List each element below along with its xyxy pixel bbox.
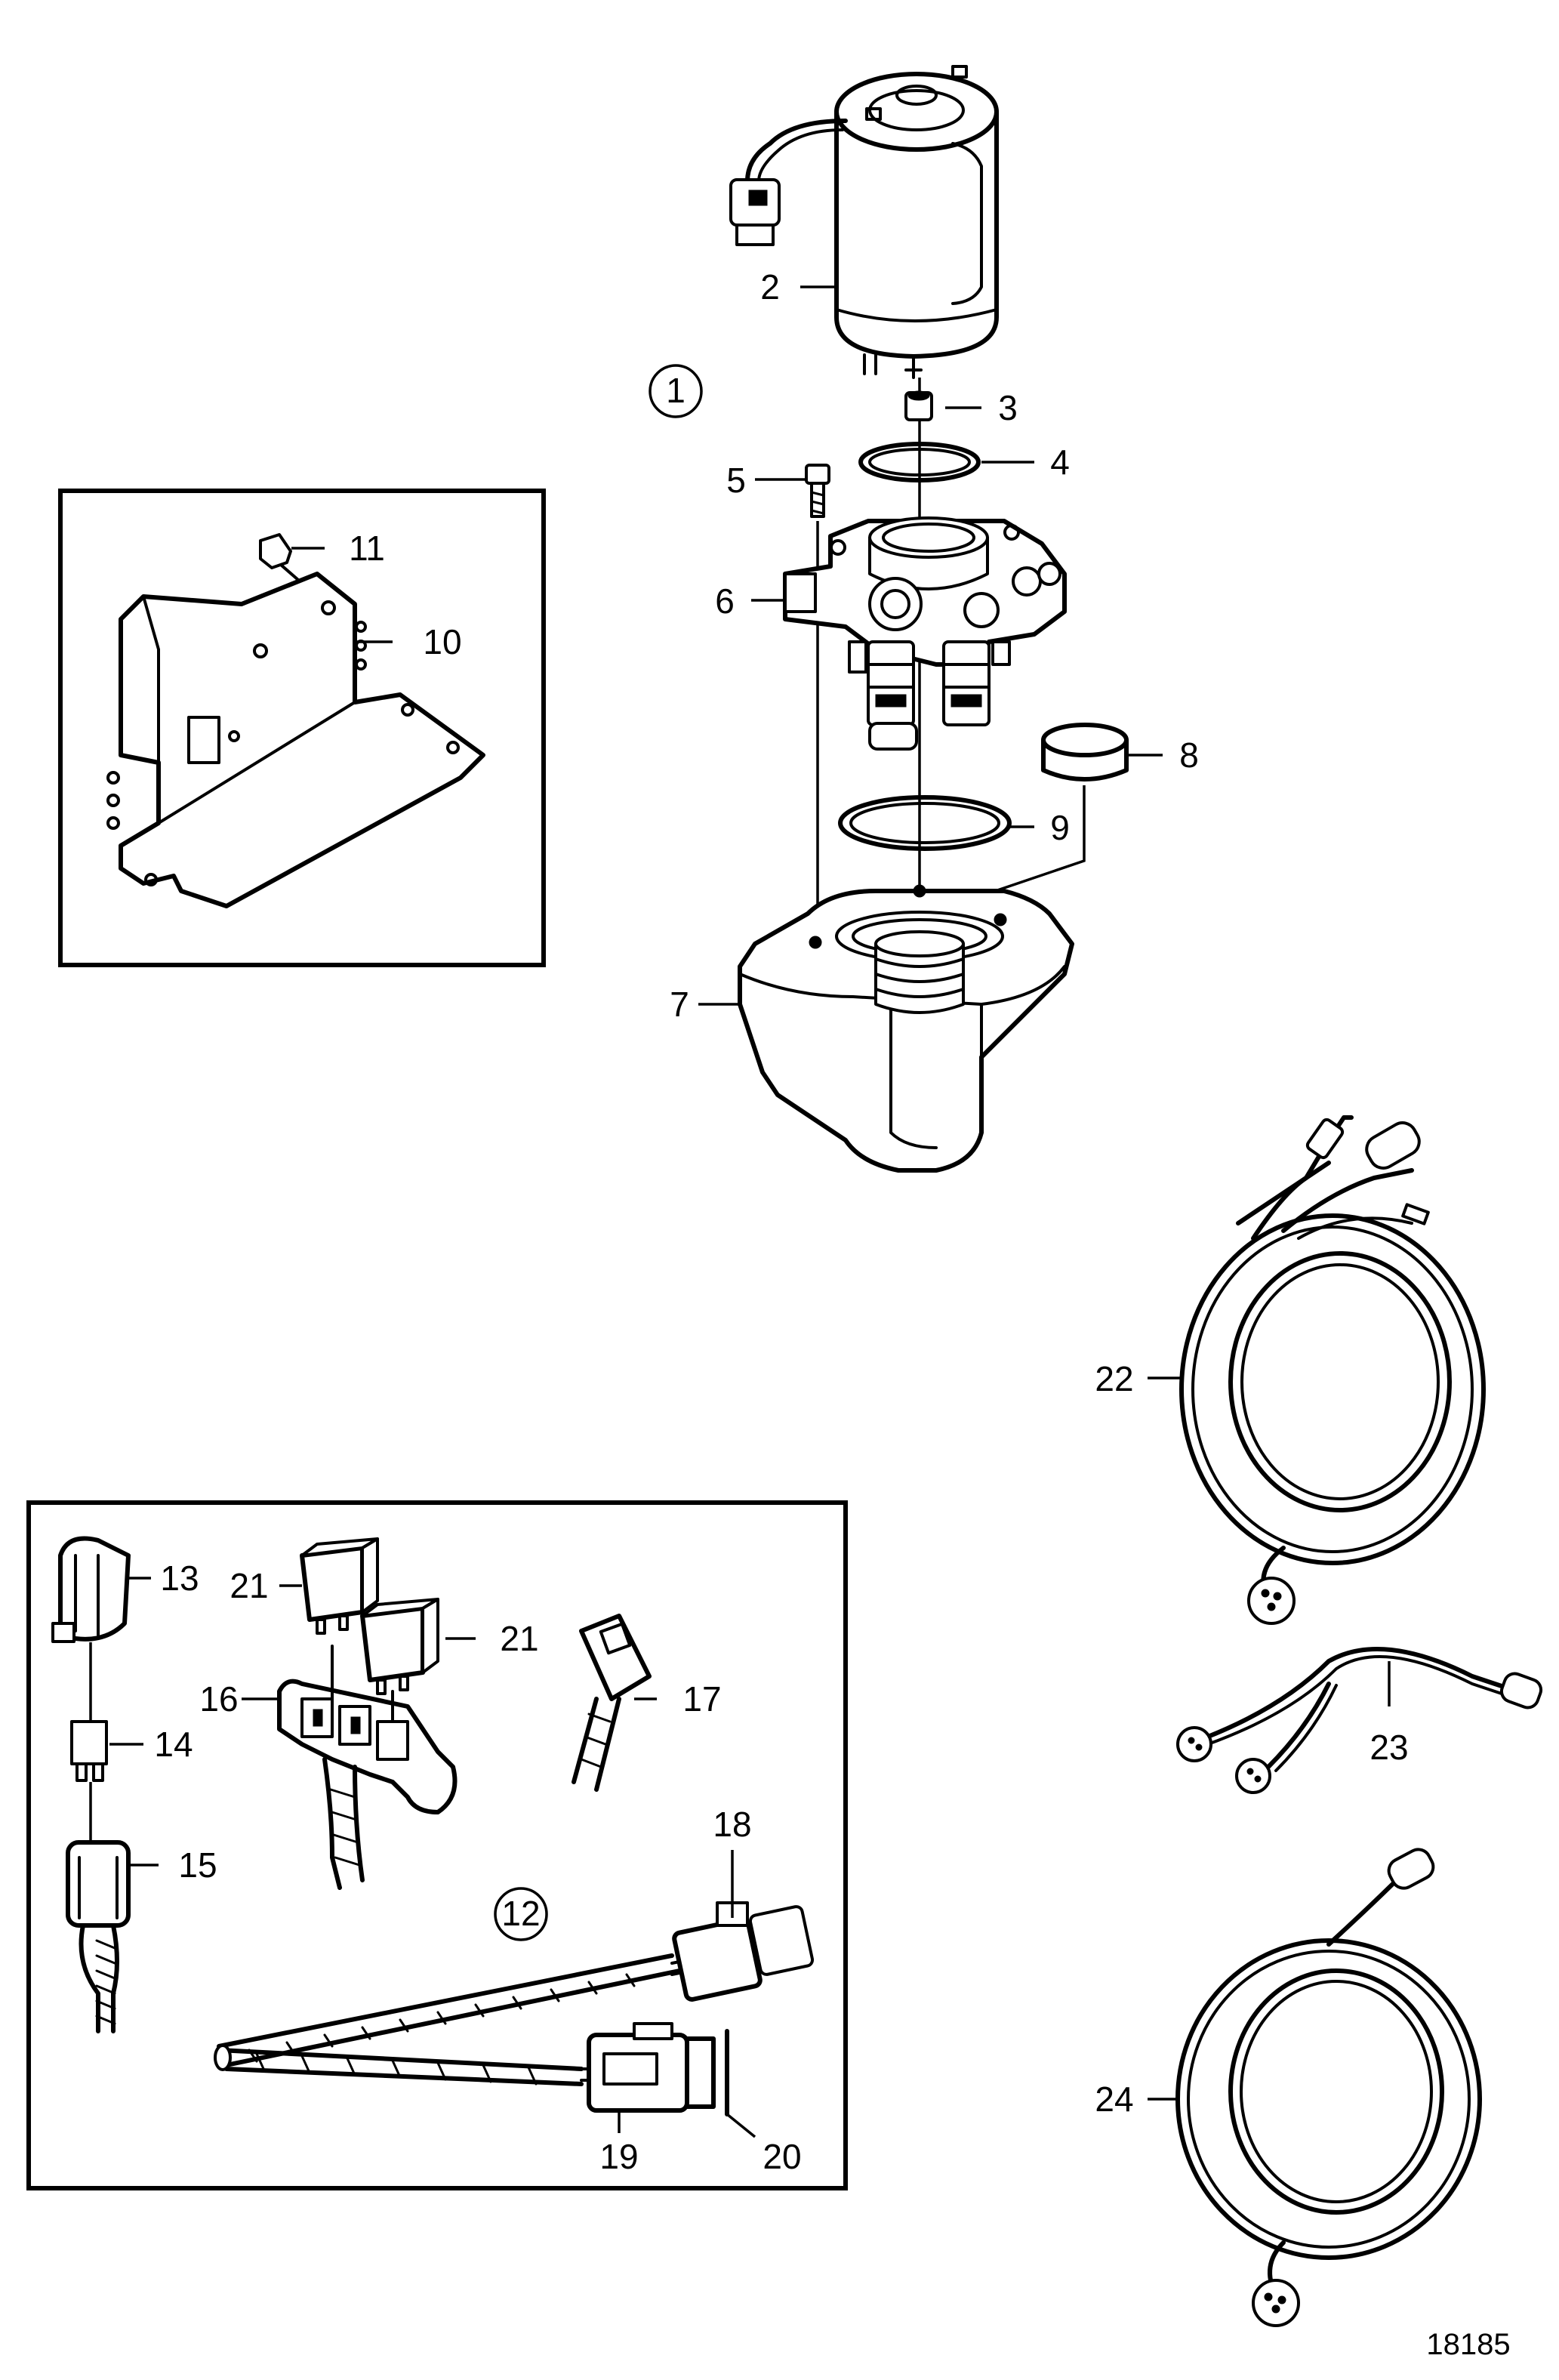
y-harness <box>1176 1647 1543 1794</box>
connector-17 <box>572 1614 652 1792</box>
fuse-holder <box>66 1840 131 2033</box>
relay-2 <box>360 1598 439 1695</box>
coupling <box>904 390 933 421</box>
bracket-screw <box>259 533 300 581</box>
callout-19: 19 <box>599 2137 638 2176</box>
callout-9: 9 <box>1050 808 1070 847</box>
callout-21-left: 21 <box>230 1566 268 1605</box>
callout-12: 12 <box>501 1894 540 1933</box>
drawing-number: 18185 <box>1426 2328 1510 2361</box>
o-ring-lower <box>838 795 1012 851</box>
fuse <box>70 1720 108 1782</box>
extension-harness <box>1175 1848 1482 2327</box>
callout-4: 4 <box>1050 442 1070 482</box>
oil-reservoir <box>738 884 1074 1173</box>
callout-labels: 1 2 3 4 5 6 7 8 9 10 11 12 13 14 15 16 1… <box>154 267 1510 2361</box>
callout-16: 16 <box>199 1679 238 1719</box>
callout-14: 14 <box>154 1725 193 1764</box>
valve-block <box>783 516 1067 751</box>
callout-24: 24 <box>1095 2079 1133 2119</box>
callout-15: 15 <box>178 1845 217 1885</box>
electric-motor <box>729 65 999 379</box>
callout-5: 5 <box>726 461 746 500</box>
callout-1: 1 <box>666 371 686 410</box>
callout-21-right: 21 <box>500 1619 538 1658</box>
callout-6: 6 <box>715 581 735 621</box>
filler-cap <box>1041 723 1129 782</box>
callout-23: 23 <box>1370 1728 1408 1767</box>
callout-17: 17 <box>682 1679 721 1719</box>
callout-10: 10 <box>423 622 461 661</box>
relay-1 <box>300 1537 379 1635</box>
bracket-inset-frame <box>58 489 546 967</box>
callout-11: 11 <box>349 529 385 568</box>
leader-lines <box>109 285 1391 2138</box>
callout-7: 7 <box>670 985 689 1024</box>
main-harness <box>214 1953 682 2086</box>
callout-13: 13 <box>160 1558 199 1598</box>
callout-2: 2 <box>760 267 780 307</box>
callout-22: 22 <box>1095 1359 1133 1398</box>
relay-holder <box>277 1645 458 1890</box>
callout-3: 3 <box>998 388 1018 427</box>
wiring-harness-large <box>1179 1115 1486 1625</box>
screw <box>805 464 830 518</box>
connector-19 <box>580 2022 716 2113</box>
o-ring-upper <box>858 442 981 482</box>
callout-8: 8 <box>1179 735 1199 775</box>
callout-circle-12 <box>494 1887 548 1941</box>
callout-circle-1 <box>649 364 703 418</box>
callout-18: 18 <box>713 1805 751 1844</box>
electrical-inset-frame <box>26 1500 848 2190</box>
callout-20: 20 <box>763 2137 801 2176</box>
mounting-bracket <box>106 572 485 908</box>
fuse-cover <box>51 1536 131 1643</box>
connector-18 <box>670 1901 815 2002</box>
